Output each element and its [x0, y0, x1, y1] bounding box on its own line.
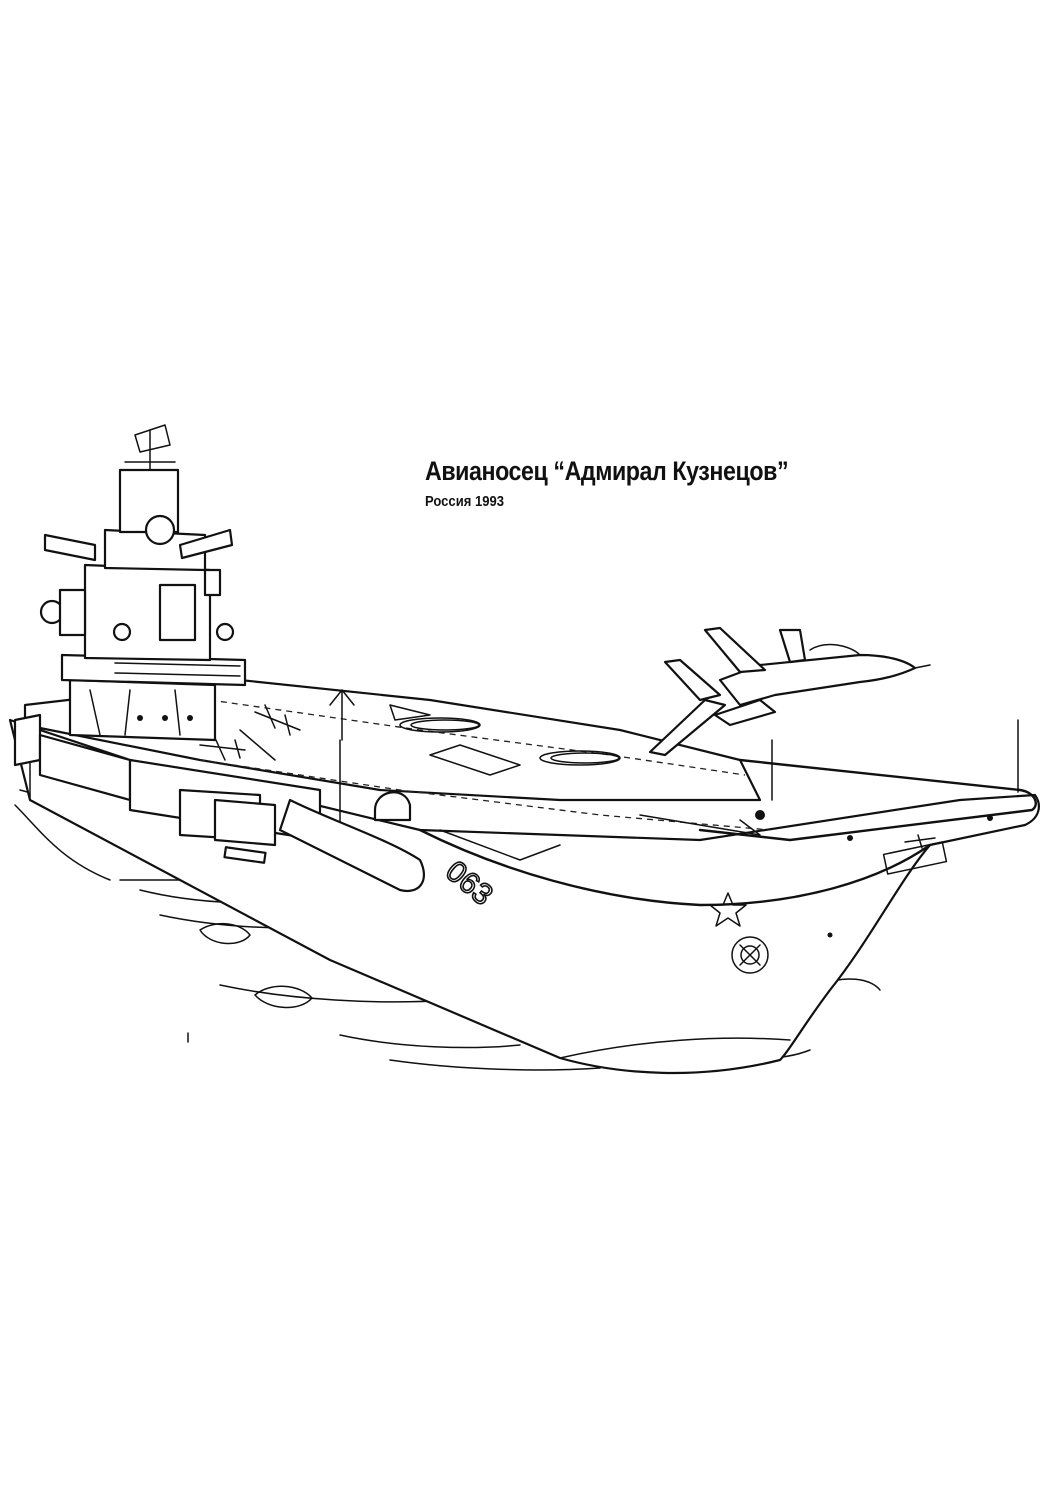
bow-masts — [771, 719, 1019, 801]
page-title: Авианосец “Адмирал Кузнецов” — [425, 456, 789, 486]
bow-emblem — [731, 936, 769, 974]
star-emblem — [709, 892, 747, 927]
page-subtitle: Россия 1993 — [425, 494, 504, 510]
island-superstructure — [39, 424, 247, 742]
parked-jets — [199, 704, 301, 761]
island-windows — [137, 715, 193, 721]
side-structures — [13, 713, 426, 893]
fighter-jet — [648, 626, 931, 757]
